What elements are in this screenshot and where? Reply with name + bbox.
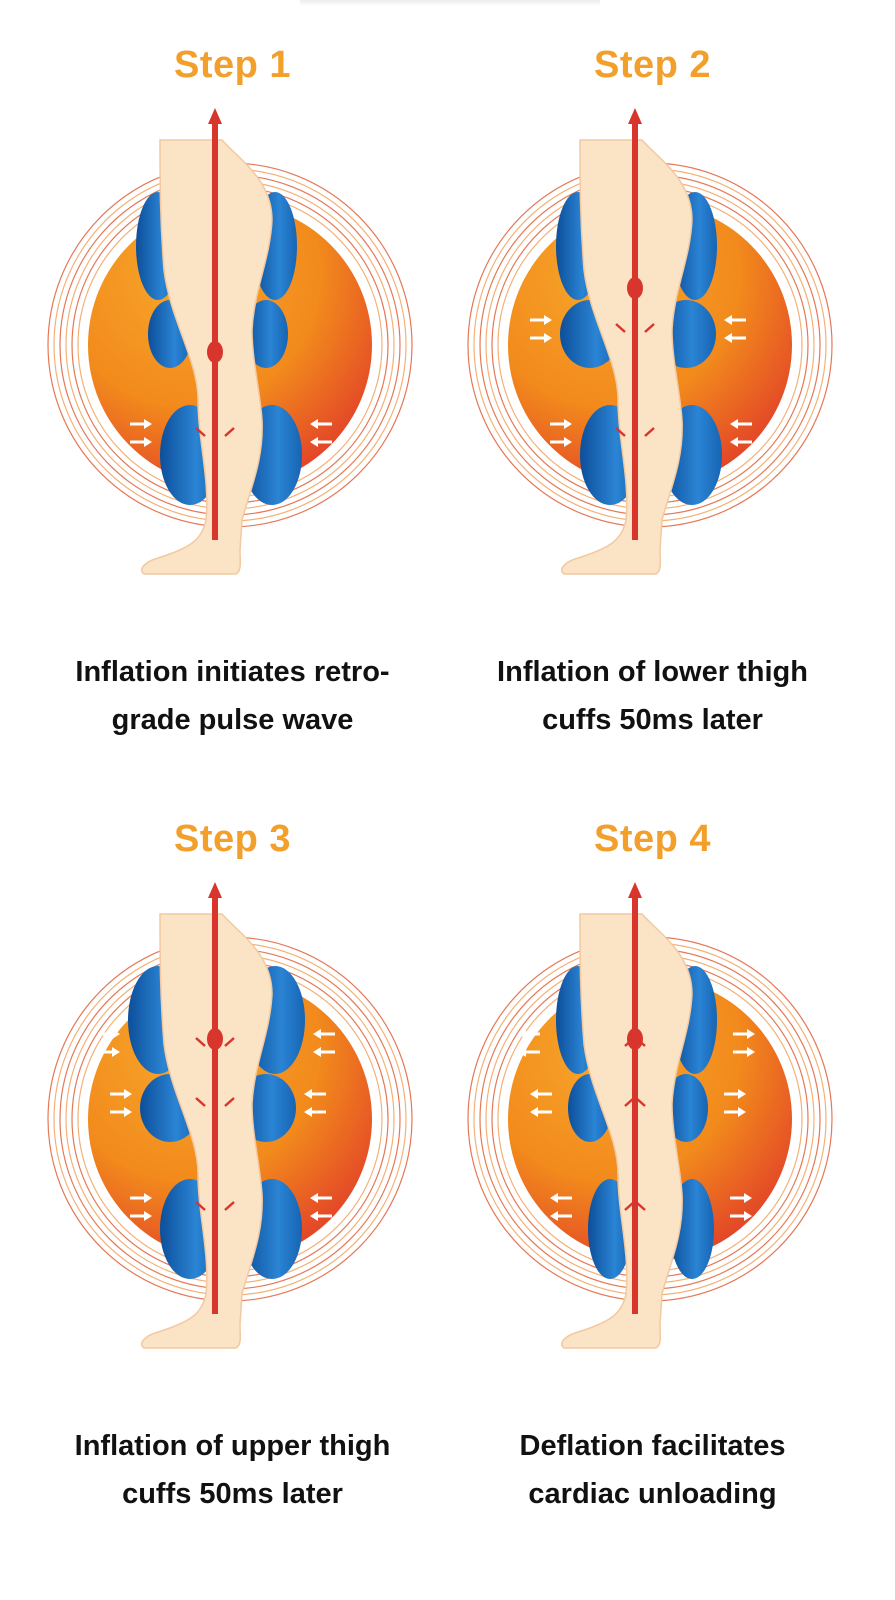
- flow-chevron-left: [195, 1037, 206, 1047]
- caption-line: Inflation initiates retro-: [75, 656, 390, 688]
- release-arrow-right-head: [747, 1029, 755, 1039]
- compression-arrow-left-head: [544, 333, 552, 343]
- leg-silhouette: [560, 913, 693, 1349]
- leg-compression-diagram: [467, 882, 833, 1349]
- compression-arrow-right-head: [310, 1193, 318, 1203]
- pulse-wave-bulge: [207, 1028, 223, 1050]
- release-arrow-left-head: [518, 1029, 526, 1039]
- step-caption: Inflation of lower thigh cuffs 50ms late…: [440, 648, 865, 744]
- compression-arrow-right-head: [304, 1089, 312, 1099]
- step-caption: Inflation initiates retro- grade pulse w…: [20, 648, 445, 744]
- leg-compression-diagram: [47, 108, 413, 575]
- flow-chevron-right: [224, 1037, 235, 1047]
- step-panel-1: Step 1 Inflation initiates retro- grade …: [0, 0, 447, 800]
- compression-arrow-right-head: [304, 1107, 312, 1117]
- release-arrow-left-head: [550, 1211, 558, 1221]
- step-panel-4: Step 4 Deflation facilitates cardiac unl…: [420, 774, 867, 1574]
- release-arrow-left-head: [530, 1107, 538, 1117]
- pulse-wave-bulge: [207, 341, 223, 363]
- flow-chevron-left: [195, 427, 206, 437]
- artery-up-arrow: [628, 882, 642, 898]
- caption-line: cuffs 50ms later: [542, 704, 763, 736]
- compression-arrow-left-head: [544, 315, 552, 325]
- compression-arrow-right-head: [724, 333, 732, 343]
- flow-chevron-left: [615, 427, 626, 437]
- caption-line: grade pulse wave: [111, 704, 354, 736]
- flow-chevron-left: [195, 1201, 206, 1211]
- compression-arrow-left-head: [112, 1029, 120, 1039]
- release-arrow-right-head: [738, 1089, 746, 1099]
- release-arrow-left-head: [550, 1193, 558, 1203]
- step-title: Step 1: [173, 44, 292, 86]
- leg-compression-diagram: [47, 882, 413, 1349]
- compression-arrow-right-head: [730, 419, 738, 429]
- leg-silhouette: [140, 913, 273, 1349]
- top-shadow-strip: [300, 0, 600, 6]
- compression-arrow-left-head: [144, 419, 152, 429]
- step-caption: Deflation facilitates cardiac unloading: [440, 1422, 865, 1518]
- pulse-wave-bulge: [627, 1028, 643, 1050]
- compression-arrow-left-head: [124, 1107, 132, 1117]
- compression-arrow-left-head: [124, 1089, 132, 1099]
- flow-chevron-left: [624, 1037, 635, 1047]
- step-panel-2: Step 2 Inflation of lower thigh cuffs 50…: [420, 0, 867, 800]
- compression-arrow-right-head: [724, 315, 732, 325]
- artery-up-arrow: [628, 108, 642, 124]
- leg-compression-diagram: [467, 108, 833, 575]
- release-arrow-right-head: [744, 1211, 752, 1221]
- flow-chevron-right: [644, 427, 655, 437]
- caption-line: Deflation facilitates: [519, 1430, 786, 1462]
- flow-chevron-right: [644, 323, 655, 333]
- lower-thigh-cuff-right: [664, 1074, 708, 1142]
- release-arrow-right-head: [738, 1107, 746, 1117]
- compression-arrow-right-head: [313, 1029, 321, 1039]
- compression-arrow-left-head: [144, 1193, 152, 1203]
- release-arrow-right-head: [744, 1193, 752, 1203]
- compression-arrow-right-head: [310, 437, 318, 447]
- release-arrow-right-head: [747, 1047, 755, 1057]
- caption-line: Inflation of lower thigh: [497, 656, 808, 688]
- compression-arrow-right-head: [310, 1211, 318, 1221]
- release-arrow-left-head: [518, 1047, 526, 1057]
- compression-arrow-right-head: [730, 437, 738, 447]
- step-title: Step 2: [593, 44, 712, 86]
- caption-line: cardiac unloading: [528, 1478, 777, 1510]
- artery-up-arrow: [208, 108, 222, 124]
- flow-chevron-right: [635, 1037, 646, 1047]
- lower-thigh-cuff-right: [244, 300, 288, 368]
- flow-chevron-right: [224, 1097, 235, 1107]
- caption-line: Inflation of upper thigh: [74, 1430, 391, 1462]
- release-arrow-left-head: [530, 1089, 538, 1099]
- caption-line: cuffs 50ms later: [122, 1478, 343, 1510]
- step-caption: Inflation of upper thigh cuffs 50ms late…: [20, 1422, 445, 1518]
- compression-arrow-left-head: [564, 419, 572, 429]
- compression-arrow-right-head: [310, 419, 318, 429]
- step-panel-3: Step 3 Inflation of upper thigh cuffs 50…: [0, 774, 447, 1574]
- pulse-wave-bulge: [627, 277, 643, 299]
- compression-arrow-left-head: [564, 437, 572, 447]
- step-title: Step 4: [593, 818, 712, 860]
- flow-chevron-right: [224, 427, 235, 437]
- compression-arrow-left-head: [144, 1211, 152, 1221]
- flow-chevron-left: [195, 1097, 206, 1107]
- compression-arrow-right-head: [313, 1047, 321, 1057]
- compression-arrow-left-head: [112, 1047, 120, 1057]
- step-title: Step 3: [173, 818, 292, 860]
- flow-chevron-left: [615, 323, 626, 333]
- leg-silhouette: [560, 139, 693, 575]
- flow-chevron-right: [635, 1201, 646, 1211]
- flow-chevron-right: [635, 1097, 646, 1107]
- flow-chevron-right: [224, 1201, 235, 1211]
- leg-silhouette: [140, 139, 273, 575]
- flow-chevron-left: [624, 1097, 635, 1107]
- compression-arrow-left-head: [144, 437, 152, 447]
- artery-up-arrow: [208, 882, 222, 898]
- flow-chevron-left: [624, 1201, 635, 1211]
